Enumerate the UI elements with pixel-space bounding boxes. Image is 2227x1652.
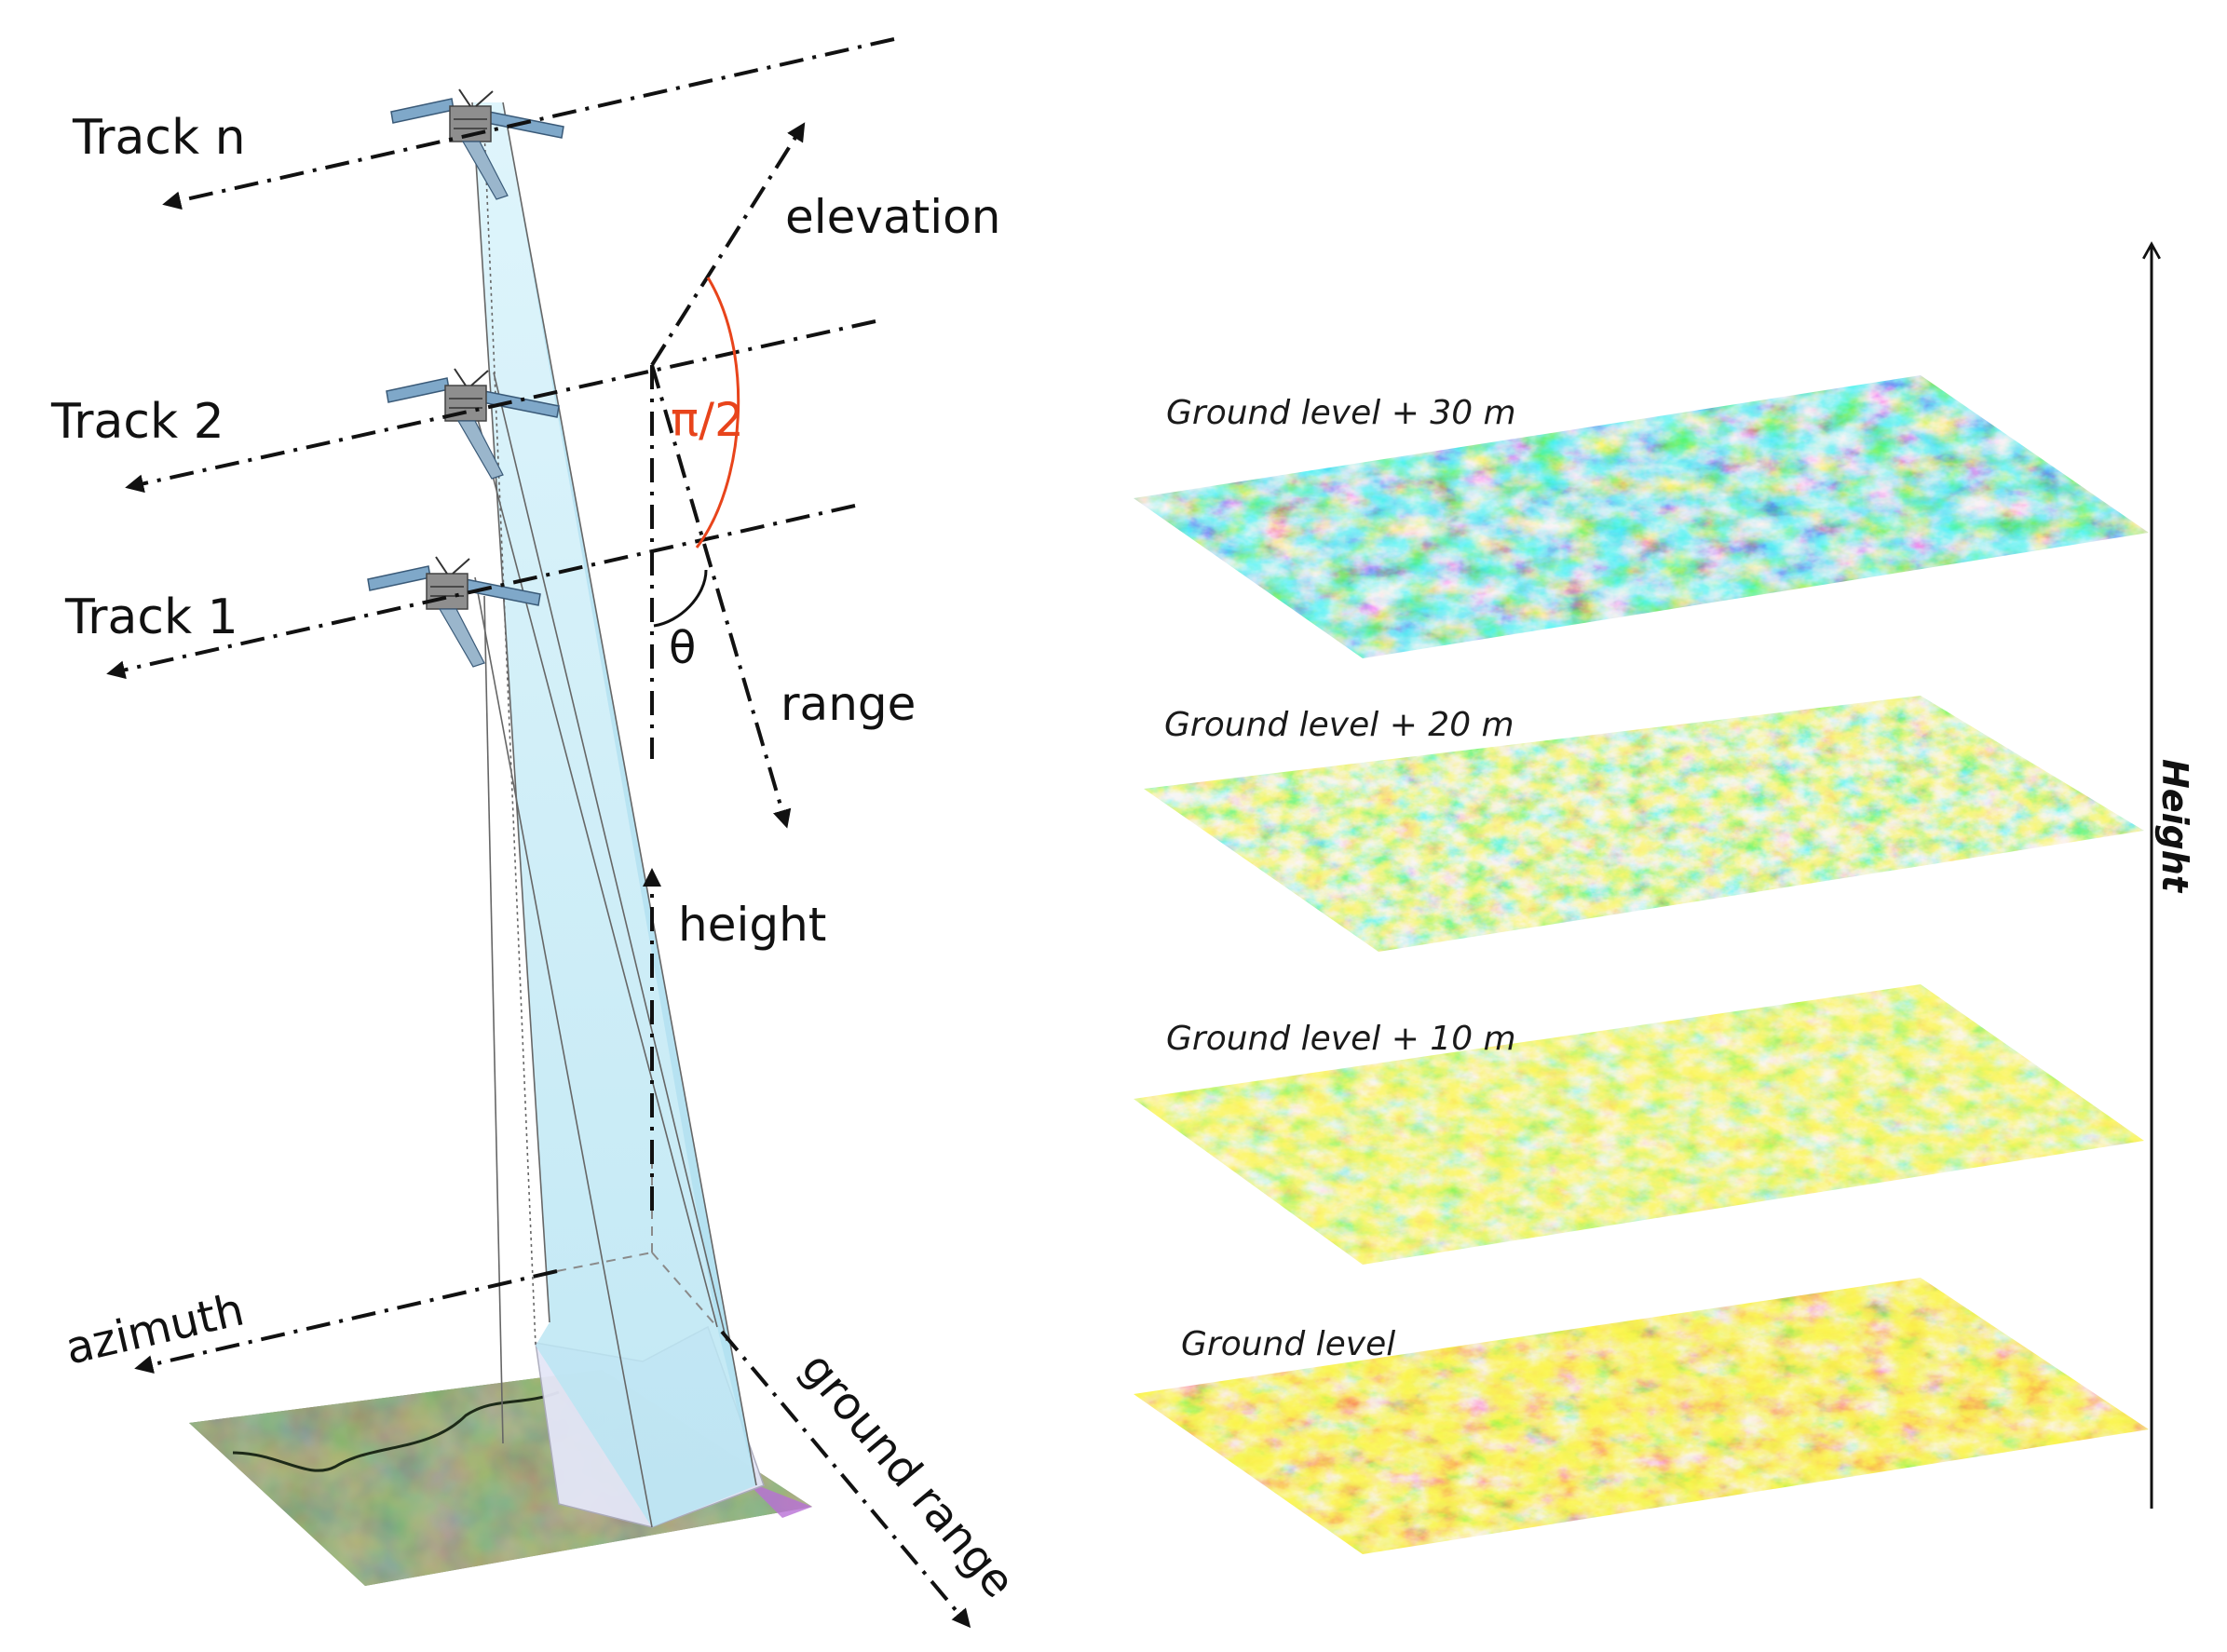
theta-arc bbox=[653, 569, 708, 628]
elevation-label: elevation bbox=[785, 190, 1000, 244]
range-label: range bbox=[781, 677, 916, 731]
track-n-label: Track n bbox=[72, 110, 246, 166]
theta-label: θ bbox=[669, 622, 696, 674]
layer-plane-ground bbox=[1134, 1278, 2149, 1554]
layer-label-ground: Ground level bbox=[1181, 1325, 1395, 1363]
height-label: height bbox=[678, 898, 826, 952]
angle-right-label: π/2 bbox=[671, 393, 744, 447]
layer-label-20m: Ground level + 20 m bbox=[1164, 706, 1514, 744]
track-n-line bbox=[162, 37, 895, 210]
track-2-line bbox=[125, 319, 876, 494]
ground-range-axis bbox=[720, 1330, 971, 1629]
range-axis bbox=[650, 364, 792, 829]
layer-label-30m: Ground level + 30 m bbox=[1166, 394, 1516, 432]
radar-beam bbox=[469, 102, 757, 1528]
layer-label-10m: Ground level + 10 m bbox=[1166, 1020, 1516, 1058]
azimuth-label: azimuth bbox=[61, 1283, 249, 1374]
track-2-label: Track 2 bbox=[50, 394, 224, 450]
ground-range-label: ground range bbox=[791, 1343, 1025, 1608]
elevation-axis bbox=[650, 122, 806, 367]
track-1-label: Track 1 bbox=[64, 589, 238, 645]
height-scale-label: Height bbox=[2154, 759, 2195, 894]
track-1-line bbox=[106, 504, 856, 680]
right-angle-arc bbox=[695, 277, 740, 548]
